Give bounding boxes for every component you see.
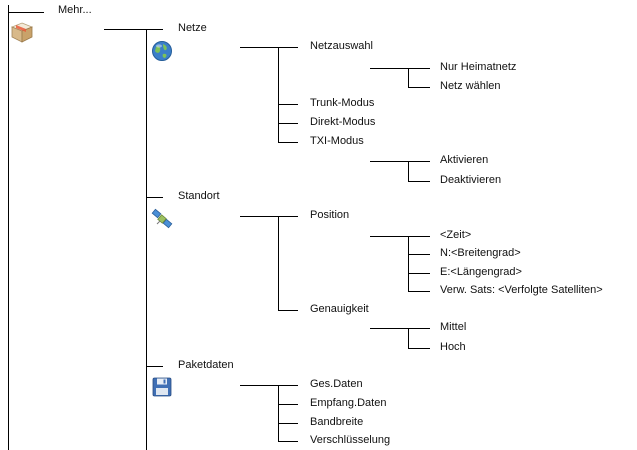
direkt-modus-label: Direkt-Modus [310, 116, 376, 128]
hoch-label: Hoch [440, 341, 466, 353]
root-label: Mehr... [58, 4, 92, 16]
package-box-icon [10, 22, 34, 43]
position-label: Position [310, 209, 350, 221]
ges-daten-label: Ges.Daten [310, 378, 363, 390]
bandbreite-label: Bandbreite [310, 416, 364, 428]
genauigkeit-label: Genauigkeit [310, 303, 369, 315]
globe-icon [152, 41, 172, 61]
nur-heimatnetz-label: Nur Heimatnetz [440, 61, 517, 73]
aktivieren-label: Aktivieren [440, 154, 489, 166]
txi-modus-label: TXI-Modus [310, 135, 364, 147]
satellites-label: Verw. Sats: <Verfolgte Satelliten> [440, 284, 603, 296]
deaktivieren-label: Deaktivieren [440, 174, 502, 186]
floppy-disk-icon [152, 377, 172, 397]
trunk-modus-label: Trunk-Modus [310, 97, 375, 109]
verschluesselung-label: Verschlüsselung [310, 434, 391, 446]
mittel-label: Mittel [440, 321, 467, 333]
laengengrad-label: E:<Längengrad> [440, 266, 522, 278]
standort-label: Standort [178, 190, 220, 202]
netz-waehlen-label: Netz wählen [440, 80, 501, 92]
breitengrad-label: N:<Breitengrad> [440, 247, 521, 259]
paketdaten-label: Paketdaten [178, 359, 234, 371]
netzauswahl-label: Netzauswahl [310, 40, 373, 52]
satellite-icon [151, 208, 173, 229]
zeit-label: <Zeit> [440, 229, 472, 241]
empfang-daten-label: Empfang.Daten [310, 397, 387, 409]
netze-label: Netze [178, 22, 207, 34]
